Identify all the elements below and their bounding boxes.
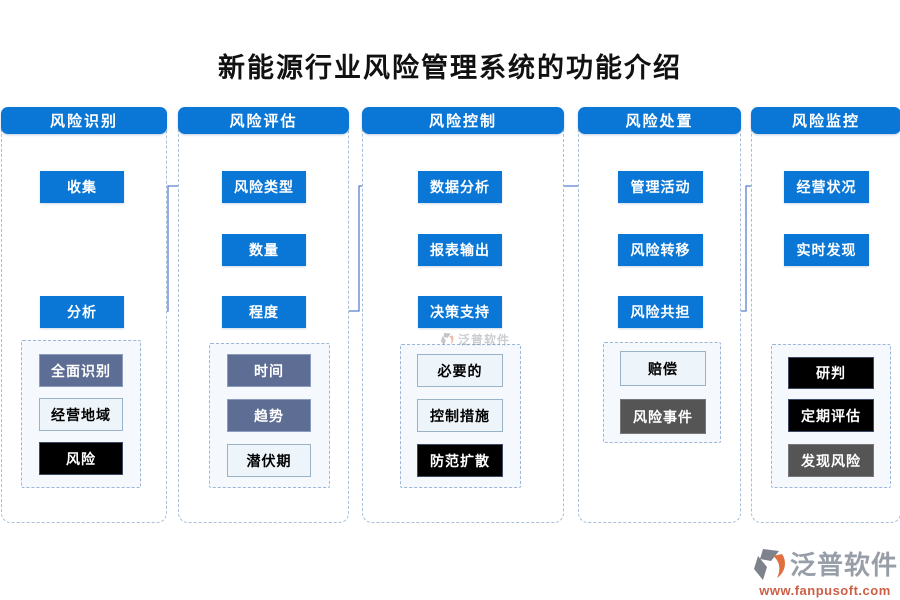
detail-group: 研判 定期评估 发现风险 — [771, 344, 891, 488]
fanpu-logo-icon — [440, 332, 454, 346]
brand-logo: 泛普软件 www.fanpusoft.com — [752, 547, 898, 598]
detail-item: 必要的 — [417, 354, 503, 387]
column-risk-identification: 风险识别 收集 分析 全面识别 经营地域 风险 — [1, 107, 167, 523]
flow-node: 报表输出 — [418, 234, 502, 266]
detail-item: 经营地域 — [39, 398, 123, 431]
detail-group: 必要的 控制措施 防范扩散 — [400, 344, 521, 488]
brand-name: 泛普软件 — [790, 550, 899, 580]
flow-node: 程度 — [222, 296, 306, 328]
flow-node: 管理活动 — [618, 171, 703, 203]
detail-group: 全面识别 经营地域 风险 — [21, 340, 141, 488]
detail-item: 研判 — [788, 357, 874, 389]
column-header: 风险处置 — [578, 107, 741, 134]
detail-item: 控制措施 — [417, 399, 503, 432]
flow-node: 决策支持 — [418, 296, 502, 328]
column-risk-assessment: 风险评估 风险类型 数量 程度 时间 趋势 潜伏期 — [178, 107, 349, 523]
column-header: 风险识别 — [1, 107, 167, 134]
detail-item: 发现风险 — [788, 444, 874, 477]
flow-node: 实时发现 — [784, 234, 869, 266]
detail-item: 赔偿 — [620, 351, 706, 386]
detail-item: 定期评估 — [788, 399, 874, 432]
flow-node: 风险共担 — [618, 296, 703, 328]
detail-item: 防范扩散 — [417, 444, 503, 477]
column-risk-control: 风险控制 数据分析 报表输出 决策支持 必要的 控制措施 防范扩散 — [362, 107, 564, 523]
column-header: 风险评估 — [178, 107, 349, 134]
flow-node: 经营状况 — [784, 171, 869, 203]
brand-url-link[interactable]: www.fanpusoft.com — [759, 583, 891, 598]
detail-item: 趋势 — [227, 399, 311, 432]
detail-item: 时间 — [227, 354, 311, 387]
flow-node: 数据分析 — [418, 171, 502, 203]
watermark-text: 泛普软件 — [458, 333, 511, 347]
page-title: 新能源行业风险管理系统的功能介绍 — [218, 53, 682, 83]
column-header: 风险监控 — [751, 107, 900, 134]
flow-node: 收集 — [40, 171, 124, 203]
column-risk-disposal: 风险处置 管理活动 风险转移 风险共担 赔偿 风险事件 — [578, 107, 741, 523]
detail-group: 时间 趋势 潜伏期 — [209, 343, 330, 488]
fanpu-logo-icon — [754, 549, 785, 580]
column-risk-monitoring: 风险监控 经营状况 实时发现 研判 定期评估 发现风险 — [751, 107, 900, 523]
detail-group: 赔偿 风险事件 — [603, 342, 721, 443]
flow-node: 分析 — [40, 296, 124, 328]
flow-node: 风险类型 — [222, 171, 306, 203]
watermark: 泛普软件 — [440, 331, 510, 348]
detail-item: 潜伏期 — [227, 444, 311, 477]
detail-item: 全面识别 — [39, 354, 123, 387]
detail-item: 风险 — [39, 442, 123, 475]
column-header: 风险控制 — [362, 107, 564, 134]
flow-node: 风险转移 — [618, 234, 703, 266]
flow-node: 数量 — [222, 234, 306, 266]
detail-item: 风险事件 — [620, 399, 706, 434]
